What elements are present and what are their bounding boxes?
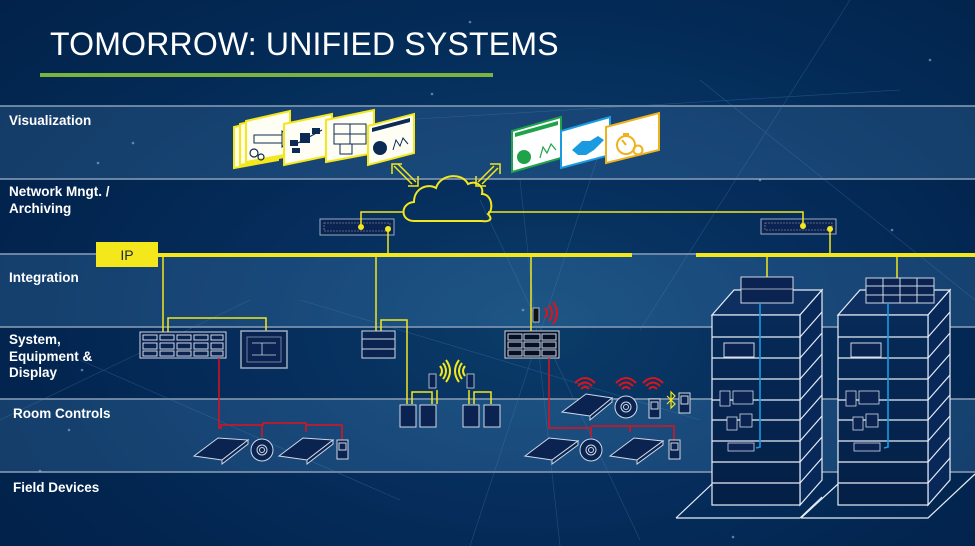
port-dot	[385, 226, 391, 232]
dashboard-icon	[367, 112, 415, 167]
touch-display-icon	[240, 330, 288, 369]
sensor-icon	[579, 438, 603, 462]
layer-divider	[0, 398, 975, 400]
layer-divider	[0, 326, 975, 328]
cloud-icon	[402, 175, 493, 223]
wireless-signal-icon	[439, 359, 451, 383]
layer-label-field-devices: Field Devices	[13, 480, 100, 495]
wireless-signal-icon	[544, 301, 558, 325]
building-base-platform	[675, 473, 975, 519]
room-panel-icon	[648, 398, 661, 419]
building-tower-right	[836, 277, 952, 507]
ip-bus-left	[158, 253, 632, 257]
wireless-signal-icon	[454, 359, 466, 383]
antenna-icon	[466, 373, 475, 389]
layer-label-integration: Integration	[9, 270, 79, 285]
room-panel-icon	[336, 439, 349, 460]
layer-label-room-controls: Room Controls	[13, 406, 111, 421]
process-flow-icon	[233, 109, 291, 170]
floorplan-icon	[325, 108, 375, 164]
network-switch-icon	[319, 218, 395, 236]
light-fixture-icon	[608, 437, 665, 465]
handshake-icon	[560, 115, 611, 170]
band-visualization	[0, 106, 975, 179]
wireless-signal-icon	[642, 377, 664, 390]
wireless-signal-icon	[615, 377, 637, 390]
schematic-icon	[283, 112, 333, 167]
room-panel-icon	[668, 439, 681, 460]
analytics-dashboard-icon	[511, 115, 562, 174]
bidirectional-arrow-icon	[391, 163, 419, 187]
field-bus-wiring	[218, 358, 675, 441]
timer-gear-icon	[605, 111, 660, 165]
wireless-signal-icon	[574, 377, 596, 390]
smartphone-icon	[678, 392, 691, 414]
sensor-icon	[250, 438, 274, 462]
slide-title: TOMORROW: UNIFIED SYSTEMS	[50, 26, 559, 62]
io-module-icon	[361, 330, 396, 359]
building-backbone-line	[883, 303, 889, 449]
modular-controller-icon	[504, 330, 560, 359]
title-underline	[40, 73, 493, 77]
light-fixture-icon	[277, 437, 335, 466]
modular-controller-icon	[139, 331, 227, 359]
layer-label-network: Network Mngt. / Archiving	[9, 184, 110, 216]
antenna-icon	[532, 307, 540, 323]
ip-bus-right	[696, 253, 975, 257]
ip-drops	[162, 257, 898, 404]
network-switch-icon	[760, 218, 837, 235]
sensor-icon	[614, 395, 638, 419]
bidirectional-arrow-icon	[475, 163, 501, 187]
band-network	[0, 179, 975, 254]
layer-label-visualization: Visualization	[9, 113, 92, 128]
antenna-icon	[428, 373, 437, 389]
ip-badge: IP	[96, 242, 158, 267]
light-fixture-icon	[192, 437, 250, 466]
bluetooth-icon	[666, 390, 676, 410]
port-dot	[800, 223, 806, 229]
port-dot	[358, 224, 364, 230]
port-dot	[827, 226, 833, 232]
layer-label-system: System, Equipment & Display	[9, 332, 93, 380]
building-tower-left	[710, 276, 824, 507]
ip-network-links	[360, 211, 831, 254]
light-fixture-icon	[523, 437, 580, 465]
building-backbone-line	[755, 303, 761, 449]
room-control-links	[411, 390, 492, 404]
room-controller-icon	[399, 404, 501, 428]
layer-divider	[0, 471, 975, 473]
layer-divider	[0, 105, 975, 107]
light-fixture-icon	[560, 393, 614, 422]
